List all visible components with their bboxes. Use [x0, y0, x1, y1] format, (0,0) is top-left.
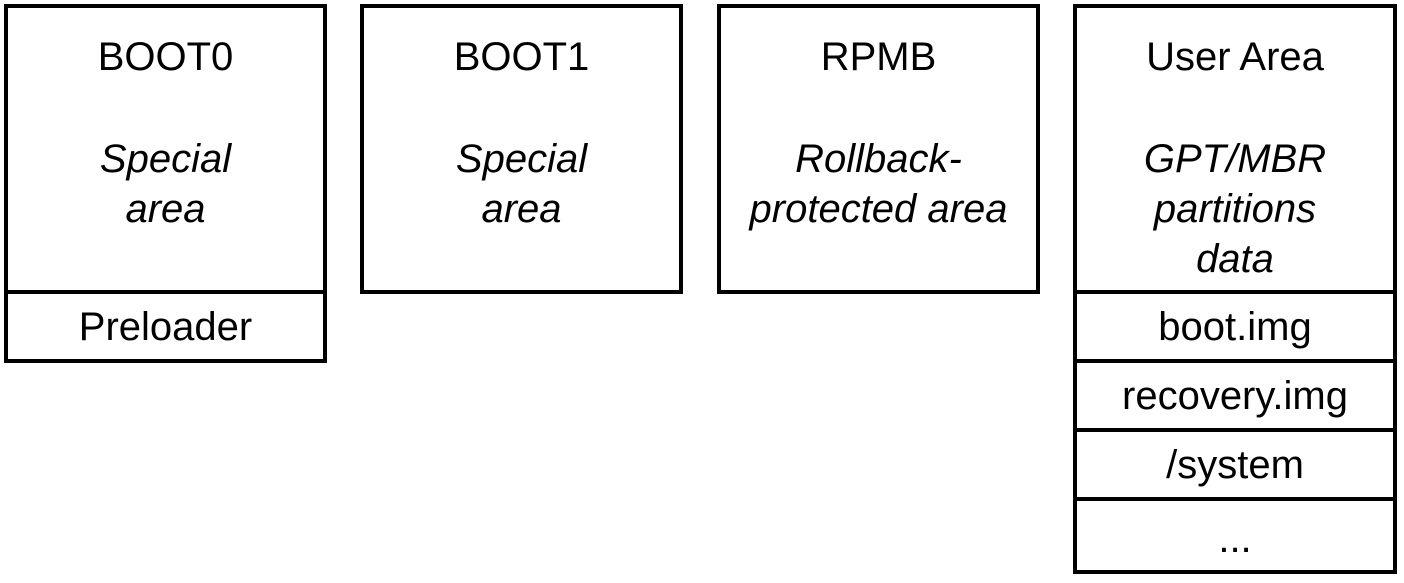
- description-line: area: [481, 187, 562, 231]
- sub-partition-boot-img: boot.img: [1073, 290, 1397, 363]
- partition-description: Special area: [8, 134, 323, 234]
- partition-title: RPMB: [820, 35, 937, 79]
- description-line: Special: [99, 137, 232, 181]
- description-line: partitions: [1153, 187, 1317, 231]
- partition-title: BOOT1: [453, 35, 590, 79]
- partition-title: User Area: [1146, 35, 1324, 79]
- partition-description: Special area: [364, 134, 679, 234]
- sub-partition-recovery-img: recovery.img: [1073, 359, 1397, 432]
- partition-boot1: BOOT1 Special area: [360, 4, 683, 294]
- partition-boot0: BOOT0 Special area Preloader: [4, 4, 327, 363]
- partition-description: GPT/MBR partitions data: [1077, 134, 1393, 284]
- description-line: GPT/MBR: [1143, 137, 1327, 181]
- partition-box-boot1: BOOT1 Special area: [360, 4, 683, 294]
- description-line: area: [125, 187, 206, 231]
- description-line: data: [1196, 237, 1274, 281]
- sub-partition-preloader: Preloader: [4, 290, 327, 363]
- partition-box-rpmb: RPMB Rollback- protected area: [717, 4, 1040, 294]
- sub-partition-system: /system: [1073, 428, 1397, 501]
- sub-partition-more: ...: [1073, 497, 1397, 574]
- partition-user-area: User Area GPT/MBR partitions data boot.i…: [1073, 4, 1397, 574]
- description-line: Special: [455, 137, 588, 181]
- partition-box-user-area: User Area GPT/MBR partitions data: [1073, 4, 1397, 294]
- description-line: protected area: [749, 187, 1008, 231]
- partition-box-boot0: BOOT0 Special area: [4, 4, 327, 294]
- partition-title: BOOT0: [97, 35, 234, 79]
- partition-rpmb: RPMB Rollback- protected area: [717, 4, 1040, 294]
- description-line: Rollback-: [795, 137, 962, 181]
- partition-description: Rollback- protected area: [721, 134, 1036, 234]
